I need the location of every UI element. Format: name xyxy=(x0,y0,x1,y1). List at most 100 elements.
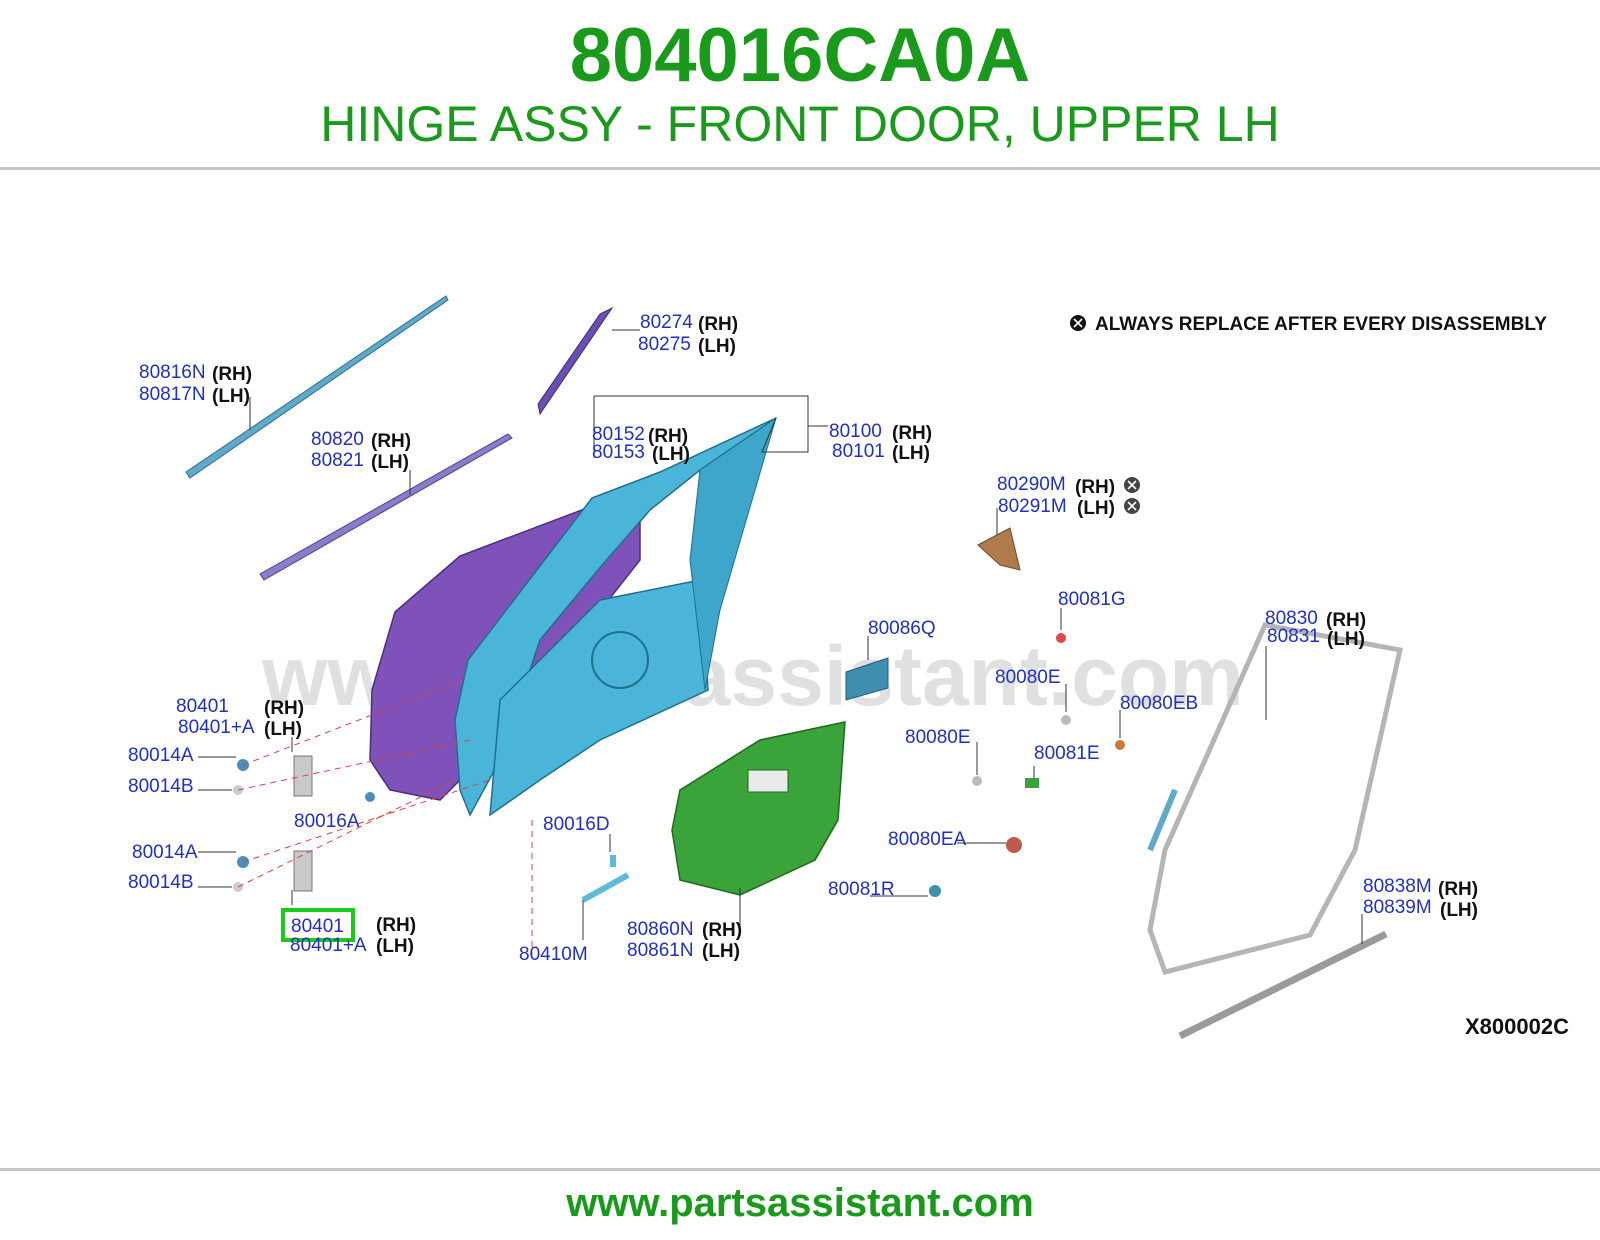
part-label-code[interactable]: 80080EB xyxy=(1120,693,1198,714)
highlighted-part-box xyxy=(281,908,355,942)
part-label-code[interactable]: 80839M xyxy=(1363,897,1432,918)
part-label-side: (LH) xyxy=(1077,498,1115,519)
bolt-80016a-part xyxy=(365,792,375,802)
part-label-side: (RH) xyxy=(698,314,738,335)
leader-80100 xyxy=(594,395,809,453)
part-label-code[interactable]: 80274 xyxy=(640,312,693,333)
part-label-code[interactable]: 80838M xyxy=(1363,876,1432,897)
part-label-side: (LH) xyxy=(376,936,414,957)
part-label-side: (RH) xyxy=(892,423,932,444)
part-label-side: (LH) xyxy=(264,719,302,740)
part-label-side: (LH) xyxy=(1440,900,1478,921)
lower-hinge-part xyxy=(293,850,313,892)
part-label-side: (RH) xyxy=(702,920,742,941)
highlighted-part-label[interactable]: 80401 xyxy=(291,916,344,937)
replace-icon-80291m xyxy=(1124,498,1140,514)
part-label-side: (RH) xyxy=(264,698,304,719)
guide-line-3 xyxy=(242,779,491,863)
part-label-code[interactable]: 80401 xyxy=(176,696,229,717)
part-name: HINGE ASSY - FRONT DOOR, UPPER LH xyxy=(320,96,1280,152)
door-trim-panel-part xyxy=(671,721,846,896)
part-label-side: (RH) xyxy=(212,364,252,385)
door-film-part xyxy=(845,657,889,701)
weatherstrip-blue-section-part xyxy=(1147,788,1178,852)
part-label-code[interactable]: 80291M xyxy=(998,496,1067,517)
part-label-code[interactable]: 80101 xyxy=(832,441,885,462)
inner-weatherstrip-part xyxy=(259,433,513,581)
part-label-code[interactable]: 80016D xyxy=(543,814,610,835)
header-divider xyxy=(0,167,1600,170)
clip-grey-part xyxy=(1061,715,1071,725)
part-label-side: (LH) xyxy=(698,336,736,357)
part-label-code[interactable]: 80014A xyxy=(132,842,198,863)
clip-red-part xyxy=(1056,633,1066,643)
part-label-code[interactable]: 80820 xyxy=(311,429,364,450)
part-label-side: (LH) xyxy=(702,941,740,962)
header: 804016CA0A HINGE ASSY - FRONT DOOR, UPPE… xyxy=(0,0,1600,168)
part-number: 804016CA0A xyxy=(569,13,1031,98)
part-label-code[interactable]: 80014B xyxy=(128,872,194,893)
bolt-80016d-part xyxy=(610,855,616,867)
part-label-side: (RH) xyxy=(1326,610,1366,631)
part-label-side: (RH) xyxy=(1075,477,1115,498)
part-label-code[interactable]: 80086Q xyxy=(868,618,936,639)
part-label-code[interactable]: 80821 xyxy=(311,450,364,471)
door-checker-part xyxy=(581,872,630,903)
part-label-code[interactable]: 80014A xyxy=(128,745,194,766)
part-label-code[interactable]: 80016A xyxy=(294,811,360,832)
diagram-code: X800002C xyxy=(1465,1014,1569,1039)
part-label-code[interactable]: 80817N xyxy=(139,384,206,405)
part-label-code[interactable]: 80830 xyxy=(1265,608,1318,629)
part-label-side: (LH) xyxy=(652,444,690,465)
clip-green-part xyxy=(1025,778,1039,788)
part-label-code[interactable]: 80153 xyxy=(592,442,645,463)
clip-orange-part xyxy=(1115,740,1125,750)
part-label-code[interactable]: 80831 xyxy=(1267,626,1320,647)
delta-cover-part xyxy=(977,527,1021,571)
door-frame-rear-part xyxy=(689,416,777,691)
part-label-code[interactable]: 80401+A xyxy=(290,935,367,956)
part-label-code[interactable]: 80816N xyxy=(139,362,206,383)
part-label-code[interactable]: 80275 xyxy=(638,334,691,355)
part-label-side: (RH) xyxy=(376,915,416,936)
part-label-code[interactable]: 80861N xyxy=(627,940,694,961)
door-inner-panel-part xyxy=(489,579,709,817)
clip-grey2-part xyxy=(972,776,982,786)
part-label-side: (LH) xyxy=(212,386,250,407)
part-label-code[interactable]: 80410M xyxy=(519,944,588,965)
cap-brown-part xyxy=(1006,837,1022,853)
part-labels: 80816N (RH) 80817N (LH) 80274 (RH) 80275… xyxy=(128,312,1478,965)
part-label-code[interactable]: 80014B xyxy=(128,776,194,797)
part-label-code[interactable]: 80081R xyxy=(828,879,895,900)
part-label-side: (LH) xyxy=(1327,629,1365,650)
part-label-side: (LH) xyxy=(892,443,930,464)
replace-note: ALWAYS REPLACE AFTER EVERY DISASSEMBLY xyxy=(1070,314,1547,335)
part-label-code[interactable]: 80081G xyxy=(1058,589,1126,610)
part-label-code[interactable]: 80080E xyxy=(995,667,1061,688)
side-sill-strip-part xyxy=(1178,930,1388,1040)
door-trim-handle-recess-part xyxy=(747,769,789,793)
part-label-side: (RH) xyxy=(371,431,411,452)
part-label-code[interactable]: 80401+A xyxy=(178,717,255,738)
part-label-side: (LH) xyxy=(371,452,409,473)
door-frame-part xyxy=(454,417,777,817)
speaker-opening-part xyxy=(591,631,649,689)
guide-line-4 xyxy=(237,779,456,888)
footer-url[interactable]: www.partsassistant.com xyxy=(566,1181,1034,1225)
part-label-code[interactable]: 80100 xyxy=(829,421,882,442)
part-label-code[interactable]: 80152 xyxy=(592,424,645,445)
part-label-side: (RH) xyxy=(1438,879,1478,900)
window-channel-part xyxy=(537,306,614,416)
door-weatherstrip-part xyxy=(1147,622,1404,975)
replace-note-text: ALWAYS REPLACE AFTER EVERY DISASSEMBLY xyxy=(1095,314,1547,335)
part-label-code[interactable]: 80081E xyxy=(1034,743,1100,764)
outer-belt-moulding-part xyxy=(185,295,449,479)
footer-divider xyxy=(0,1168,1600,1171)
replace-icon-80290m xyxy=(1124,477,1140,493)
part-label-code[interactable]: 80860N xyxy=(627,919,694,940)
part-label-code[interactable]: 80080E xyxy=(905,727,971,748)
part-label-code[interactable]: 80080EA xyxy=(888,829,967,850)
part-label-side: (RH) xyxy=(648,426,688,447)
part-label-code[interactable]: 80290M xyxy=(997,474,1066,495)
